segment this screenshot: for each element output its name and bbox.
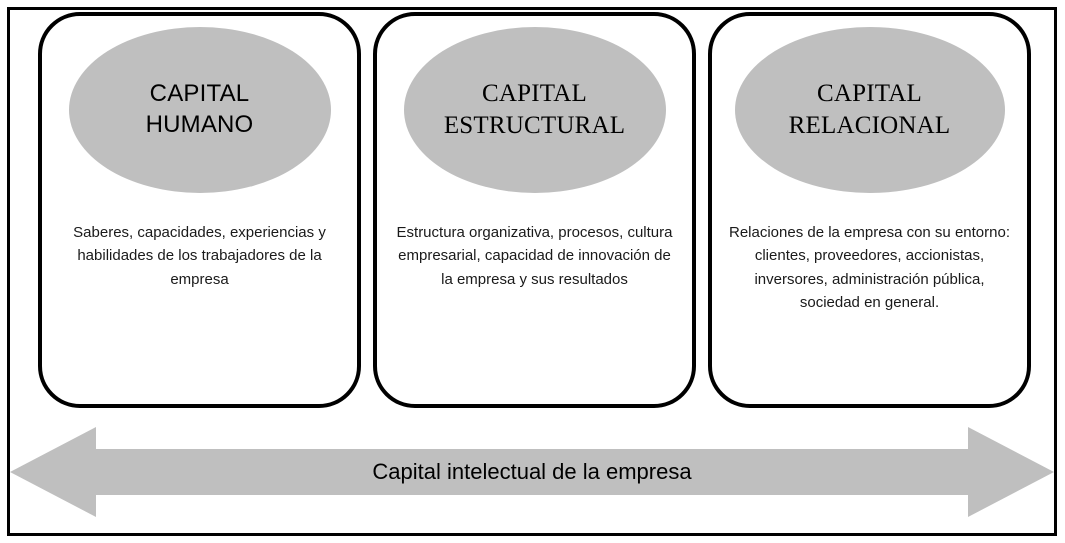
pillar-title-capital-humano: CAPITAL HUMANO [145,80,254,138]
pillar-description-capital-estructural: Estructura organizativa, procesos, cultu… [396,224,673,288]
double-arrow-icon [10,427,1054,517]
pillar-description-capital-relacional: Relaciones de la empresa con su entorno:… [728,224,1010,311]
pillar-description-capital-humano: Saberes, capacidades, experiencias y hab… [73,224,326,288]
diagram-outer-frame [7,7,1057,536]
pillar-title-capital-estructural: CAPITAL ESTRUCTURAL [443,80,626,139]
pillar-ellipse-capital-relacional: CAPITAL RELACIONAL [734,27,1005,193]
pillar-card-capital-humano: CAPITAL HUMANO Saberes, capacidades, exp… [38,12,361,408]
intellectual-capital-arrow-band: Capital intelectual de la empresa [10,424,1054,520]
pillar-title-capital-relacional: CAPITAL RELACIONAL [788,80,951,139]
pillar-card-capital-estructural: CAPITAL ESTRUCTURAL Estructura organizat… [373,12,696,408]
pillar-ellipse-capital-estructural: CAPITAL ESTRUCTURAL [403,27,666,193]
pillar-card-capital-relacional: CAPITAL RELACIONAL Relaciones de la empr… [708,12,1031,408]
pillar-ellipse-capital-humano: CAPITAL HUMANO [68,27,331,193]
